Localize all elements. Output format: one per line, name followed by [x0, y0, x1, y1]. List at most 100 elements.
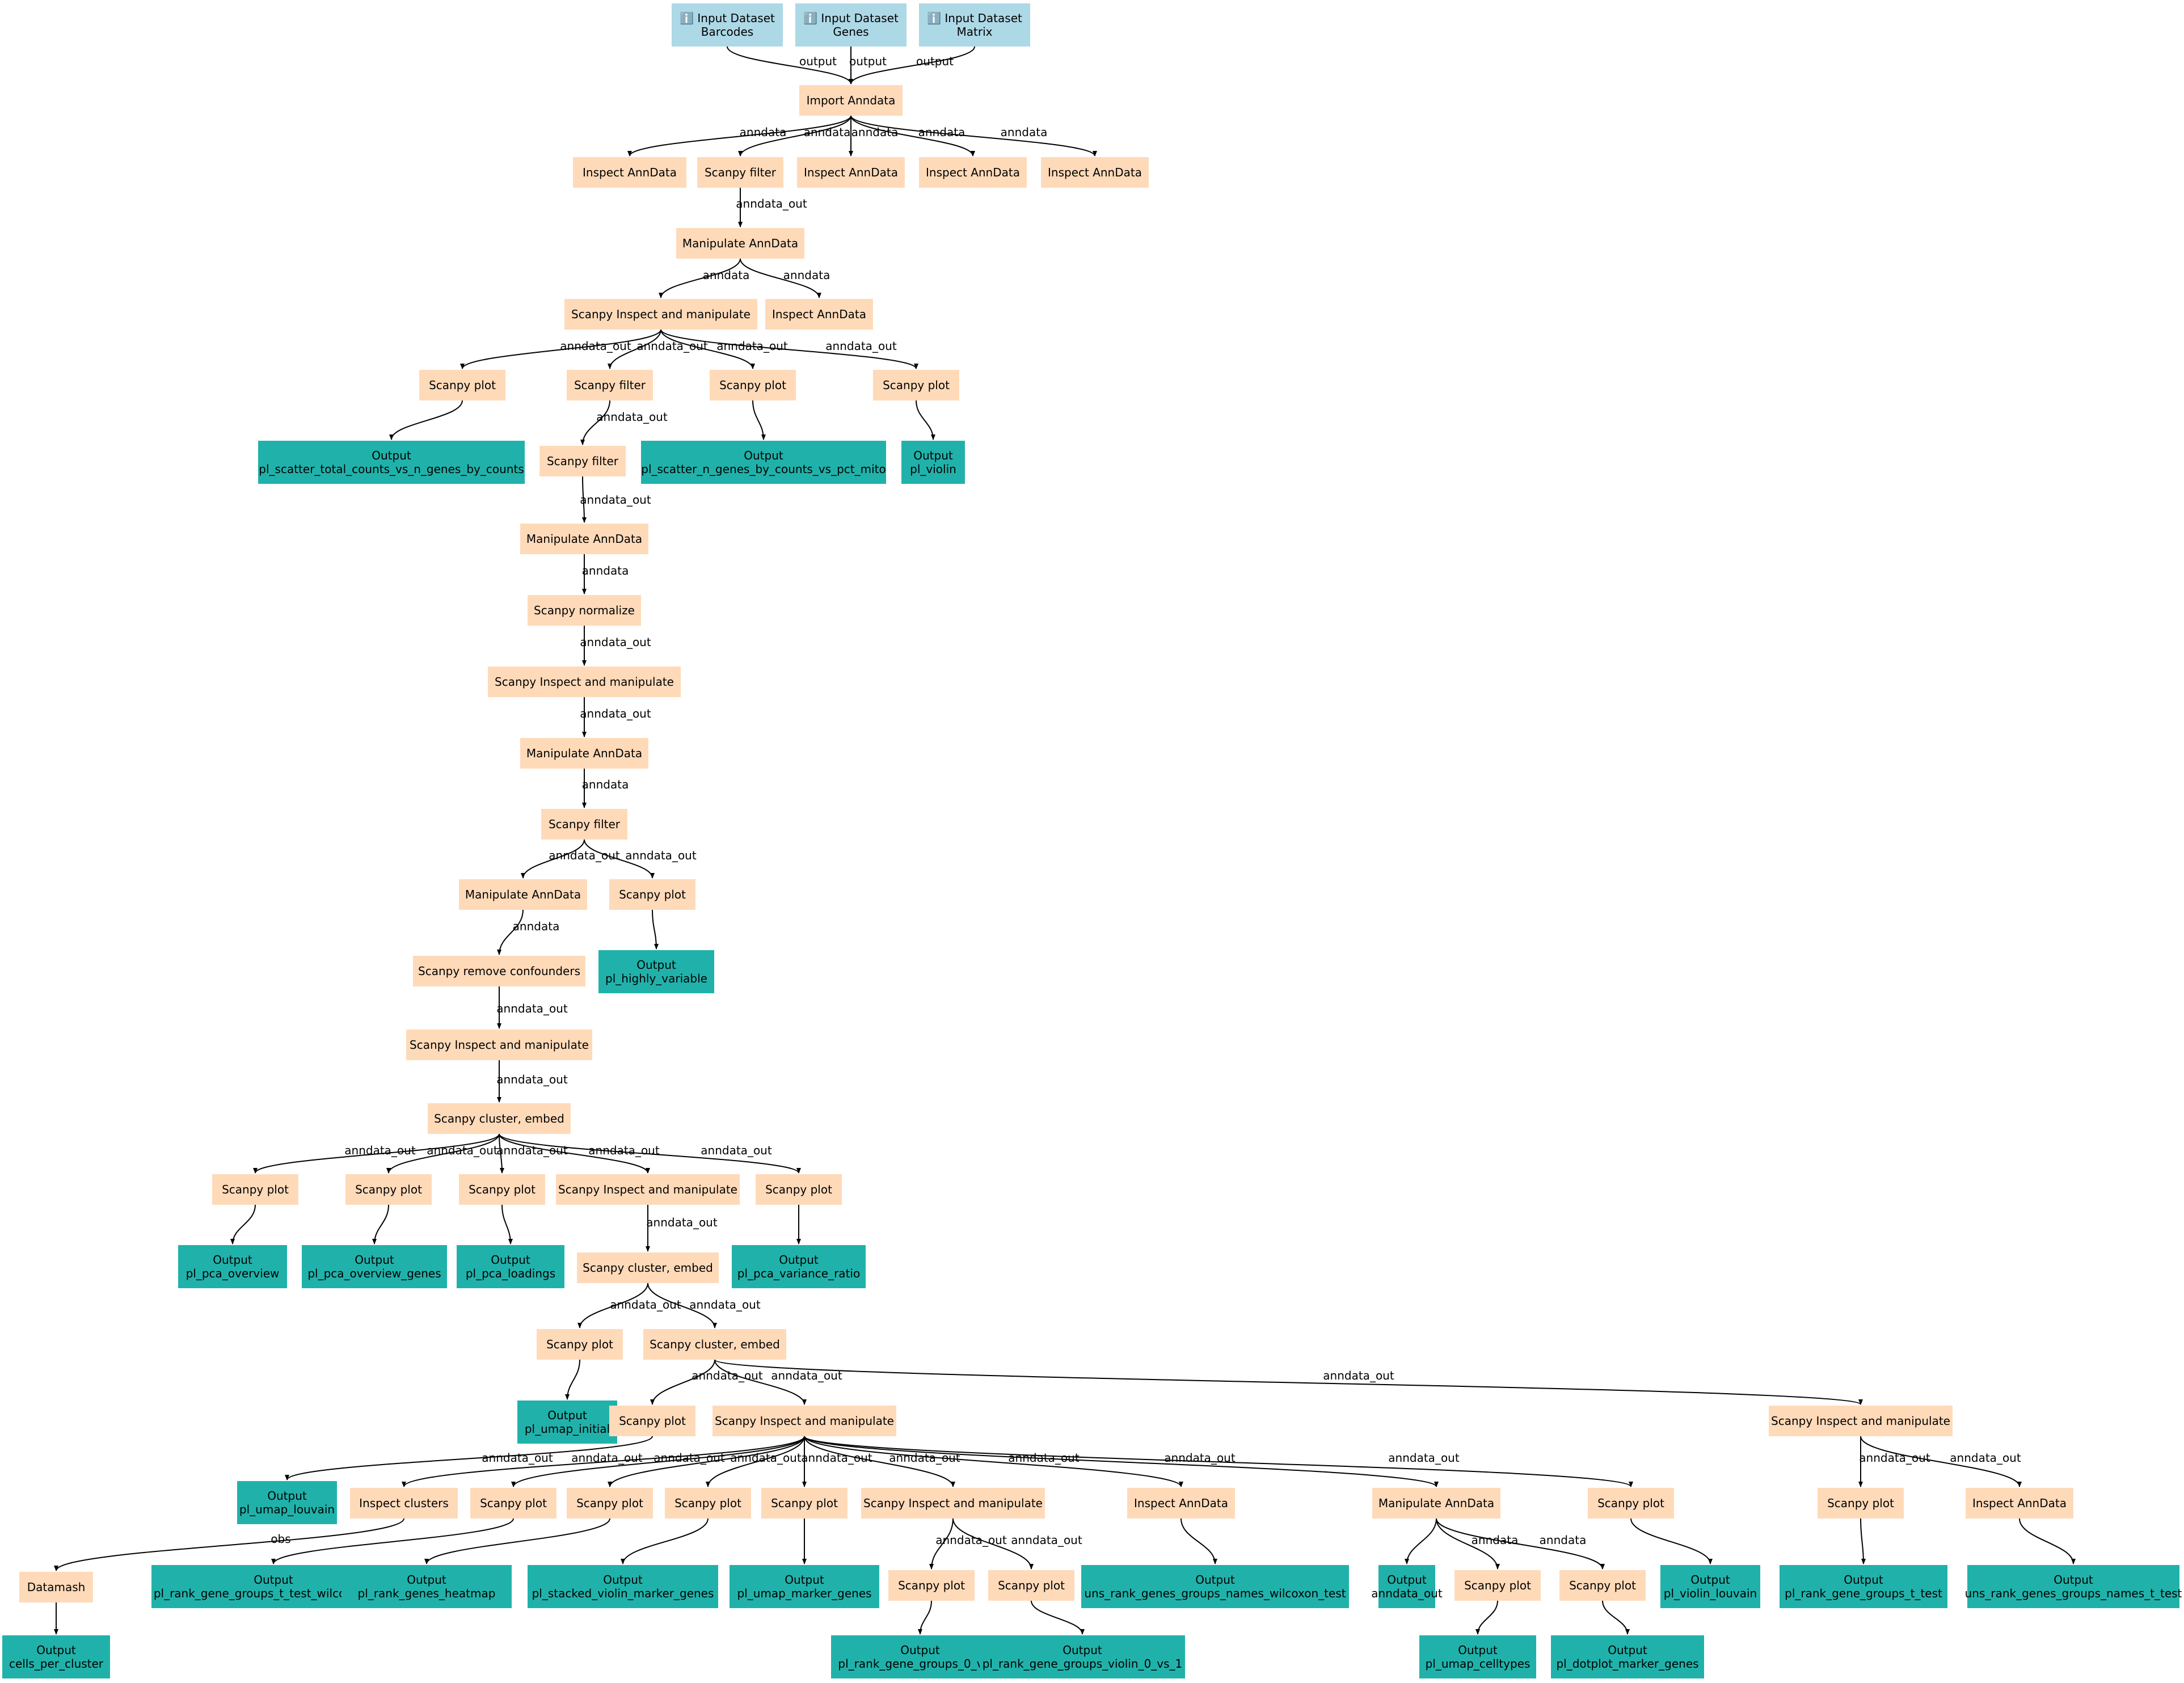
node-subtitle: pl_scatter_n_genes_by_counts_vs_pct_mito [641, 462, 886, 476]
step-node-s32[interactable]: Scanpy cluster, embed [643, 1329, 786, 1360]
step-node-s29[interactable]: Scanpy plot [756, 1174, 842, 1205]
node-title: Output [636, 958, 676, 972]
node-box [341, 1565, 512, 1608]
step-node-s33[interactable]: Scanpy plot [609, 1406, 695, 1436]
step-node-s41[interactable]: Scanpy Inspect and manipulate [861, 1488, 1045, 1519]
step-node-s22[interactable]: Scanpy remove confounders [413, 956, 585, 986]
step-node-s8[interactable]: Scanpy Inspect and manipulate [564, 299, 757, 330]
step-node-s12[interactable]: Scanpy plot [710, 370, 796, 400]
step-node-s36[interactable]: Inspect clusters [350, 1488, 458, 1519]
edge-label: anndata [582, 564, 629, 577]
node-title: Inspect AnnData [772, 307, 866, 321]
step-node-s2[interactable]: Inspect AnnData [573, 157, 686, 188]
node-title: Scanpy plot [576, 1496, 643, 1510]
step-node-s49[interactable]: Scanpy plot [988, 1570, 1074, 1601]
node-subtitle: pl_rank_gene_groups_violin_0_vs_1 [983, 1657, 1183, 1671]
step-node-s14[interactable]: Scanpy filter [539, 446, 626, 476]
step-node-s35[interactable]: Scanpy Inspect and manipulate [1769, 1406, 1953, 1436]
step-node-s23[interactable]: Scanpy Inspect and manipulate [406, 1030, 592, 1060]
step-node-s28[interactable]: Scanpy Inspect and manipulate [556, 1174, 740, 1205]
step-node-s50[interactable]: Scanpy plot [1454, 1570, 1541, 1601]
step-node-s16[interactable]: Scanpy normalize [528, 595, 641, 626]
step-node-s7[interactable]: Manipulate AnnData [676, 228, 804, 259]
step-node-s20[interactable]: Manipulate AnnData [459, 879, 587, 910]
step-node-s17[interactable]: Scanpy Inspect and manipulate [488, 667, 681, 697]
node-title: Output [900, 1643, 940, 1657]
step-node-s21[interactable]: Scanpy plot [609, 879, 695, 910]
step-node-s46[interactable]: Inspect AnnData [1966, 1488, 2073, 1519]
node-title: Scanpy filter [549, 817, 621, 831]
node-box [1559, 1570, 1646, 1601]
step-node-s38[interactable]: Scanpy plot [567, 1488, 653, 1519]
node-title: Scanpy plot [222, 1183, 289, 1196]
step-node-s15[interactable]: Manipulate AnnData [520, 524, 648, 554]
edge-s33-to-o10 [285, 1436, 653, 1480]
step-node-s26[interactable]: Scanpy plot [345, 1174, 432, 1205]
step-node-s48[interactable]: Scanpy plot [888, 1570, 975, 1601]
edge-in1-to-s1 [727, 46, 853, 85]
edge-s43-to-s51 [1436, 1518, 1605, 1570]
edge-s49-to-o22 [1031, 1600, 1085, 1635]
step-node-s30[interactable]: Scanpy cluster, embed [577, 1252, 719, 1283]
edge-s32-to-s34 [714, 1359, 807, 1405]
edge-s8-to-s10 [460, 329, 661, 369]
step-node-s11[interactable]: Scanpy filter [567, 370, 653, 400]
node-title: Manipulate AnnData [1378, 1496, 1494, 1510]
step-node-s24[interactable]: Scanpy cluster, embed [428, 1103, 571, 1134]
output-node-o2[interactable]: Outputpl_scatter_n_genes_by_counts_vs_pc… [641, 441, 886, 484]
step-node-s5[interactable]: Inspect AnnData [919, 157, 1027, 188]
step-node-s44[interactable]: Scanpy plot [1588, 1488, 1674, 1519]
step-node-s31[interactable]: Scanpy plot [537, 1329, 623, 1360]
step-node-s37[interactable]: Scanpy plot [470, 1488, 556, 1519]
node-title: ℹ️ Input Dataset [927, 11, 1022, 25]
edge-s39-to-o13 [621, 1518, 709, 1564]
node-box [520, 738, 648, 769]
step-node-s45[interactable]: Scanpy plot [1818, 1488, 1904, 1519]
step-node-s40[interactable]: Scanpy plot [761, 1488, 848, 1519]
step-node-s13[interactable]: Scanpy plot [873, 370, 959, 400]
output-node-o1[interactable]: Outputpl_scatter_total_counts_vs_n_genes… [258, 441, 525, 484]
step-node-s39[interactable]: Scanpy plot [665, 1488, 751, 1519]
step-node-s9[interactable]: Inspect AnnData [765, 299, 873, 330]
step-node-s34[interactable]: Scanpy Inspect and manipulate [712, 1406, 896, 1436]
step-node-s19[interactable]: Scanpy filter [541, 809, 627, 840]
step-node-s1[interactable]: Import Anndata [799, 85, 903, 116]
node-subtitle: pl_rank_gene_groups_t_test [1785, 1587, 1942, 1600]
step-node-s43[interactable]: Manipulate AnnData [1372, 1488, 1500, 1519]
step-node-s6[interactable]: Inspect AnnData [1041, 157, 1149, 188]
step-node-s18[interactable]: Manipulate AnnData [520, 738, 648, 769]
step-node-s51[interactable]: Scanpy plot [1559, 1570, 1646, 1601]
output-node-o15[interactable]: Outputuns_rank_genes_groups_names_wilcox… [1081, 1565, 1349, 1608]
step-node-s27[interactable]: Scanpy plot [459, 1174, 545, 1205]
step-node-s4[interactable]: Inspect AnnData [797, 157, 905, 188]
edge-s24-to-s25 [253, 1133, 500, 1174]
step-node-s25[interactable]: Scanpy plot [212, 1174, 298, 1205]
step-node-s42[interactable]: Inspect AnnData [1127, 1488, 1235, 1519]
step-node-s3[interactable]: Scanpy filter [697, 157, 783, 188]
step-node-s47[interactable]: Datamash [19, 1572, 93, 1602]
step-node-s10[interactable]: Scanpy plot [419, 370, 505, 400]
